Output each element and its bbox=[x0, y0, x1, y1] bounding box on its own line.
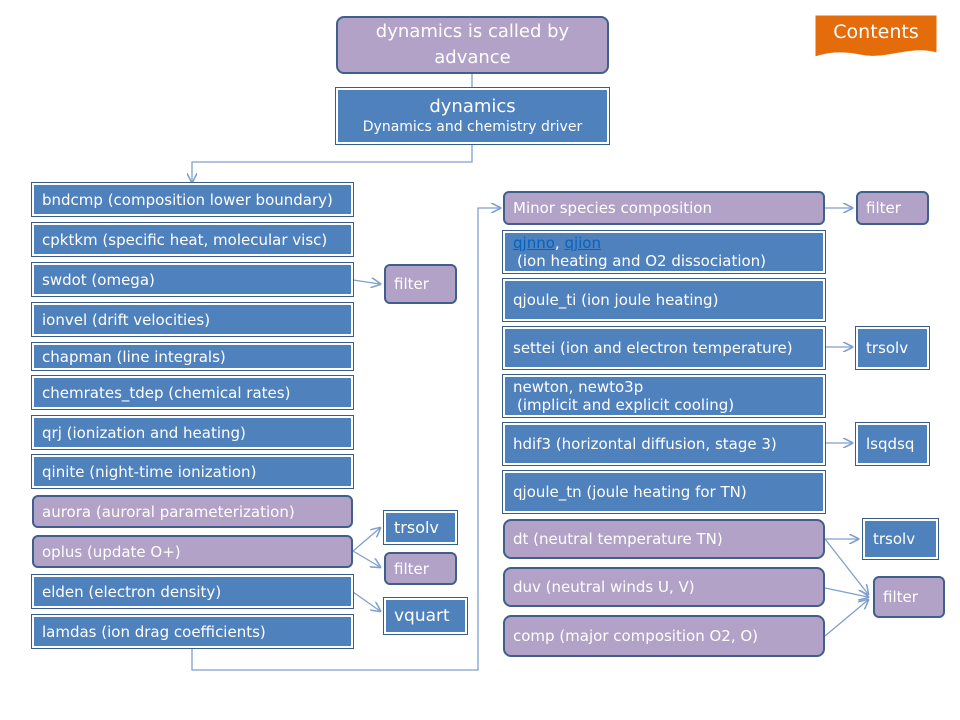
newton-box: newton, newto3p (implicit and explicit c… bbox=[502, 374, 826, 418]
swdot-filter-label: filter bbox=[394, 275, 429, 293]
contents-button[interactable]: Contents bbox=[815, 15, 937, 61]
aurora-box: aurora (auroral parameterization) bbox=[32, 495, 353, 528]
qrj-box: qrj (ionization and heating) bbox=[31, 415, 354, 450]
qjoule-tn-box: qjoule_tn (joule heating for TN) bbox=[502, 470, 826, 514]
swdot-label: swdot (omega) bbox=[42, 270, 155, 289]
duv-box: duv (neutral winds U, V) bbox=[503, 567, 825, 607]
qjoule-ti-box: qjoule_ti (ion joule heating) bbox=[502, 278, 826, 322]
oplus-to-filter-arrow bbox=[352, 550, 380, 567]
swdot-to-filter-arrow bbox=[352, 280, 380, 284]
elden-label: elden (electron density) bbox=[42, 582, 222, 601]
qrj-label: qrj (ionization and heating) bbox=[42, 423, 246, 442]
newton-line1: newton, newto3p bbox=[513, 378, 644, 396]
hdif3-lsqdsq-label: lsqdsq bbox=[866, 435, 915, 453]
dynamics-driver-box: dynamics Dynamics and chemistry driver bbox=[335, 87, 610, 145]
duv-to-filter-arrow bbox=[824, 587, 868, 597]
swdot-filter-box: filter bbox=[384, 264, 457, 304]
qjnno-link[interactable]: qjnno bbox=[513, 234, 555, 252]
dt-filter-box: filter bbox=[873, 576, 945, 618]
dt-trsolv-box: trsolv bbox=[862, 518, 939, 560]
qinite-label: qinite (night-time ionization) bbox=[42, 462, 257, 481]
oplus-filter-label: filter bbox=[394, 559, 429, 578]
chapman-label: chapman (line integrals) bbox=[42, 347, 226, 366]
dynamics-title: dynamics bbox=[429, 96, 516, 117]
chemrates-box: chemrates_tdep (chemical rates) bbox=[31, 375, 354, 410]
lamdas-label: lamdas (ion drag coefficients) bbox=[42, 622, 266, 641]
qjoule-ti-label: qjoule_ti (ion joule heating) bbox=[513, 291, 719, 309]
settei-trsolv-box: trsolv bbox=[855, 326, 930, 370]
bndcmp-box: bndcmp (composition lower boundary) bbox=[31, 182, 354, 217]
called-by-text: dynamics is called by advance bbox=[375, 21, 570, 68]
qjnno-desc: (ion heating and O2 dissociation) bbox=[517, 252, 767, 270]
dt-box: dt (neutral temperature TN) bbox=[503, 519, 825, 559]
comp-to-filter-arrow bbox=[824, 600, 868, 637]
elden-box: elden (electron density) bbox=[31, 574, 354, 609]
elden-vquart-box: vquart bbox=[383, 597, 468, 635]
qjnno-links-line: qjnno, qjion bbox=[513, 234, 601, 252]
dt-to-filter-arrow bbox=[824, 538, 868, 594]
comp-label: comp (major composition O2, O) bbox=[513, 627, 759, 645]
chemrates-label: chemrates_tdep (chemical rates) bbox=[42, 383, 291, 402]
hdif3-lsqdsq-box: lsqdsq bbox=[855, 422, 930, 466]
contents-flag-shape bbox=[815, 15, 937, 58]
newton-line2: (implicit and explicit cooling) bbox=[517, 396, 735, 414]
settei-box: settei (ion and electron temperature) bbox=[502, 326, 826, 370]
oplus-trsolv-label: trsolv bbox=[394, 517, 439, 537]
elden-to-vquart-arrow bbox=[352, 591, 380, 611]
hdif3-box: hdif3 (horizontal diffusion, stage 3) bbox=[502, 422, 826, 466]
oplus-filter-box: filter bbox=[384, 552, 457, 585]
swdot-box: swdot (omega) bbox=[31, 262, 354, 297]
minor-filter-box: filter bbox=[856, 191, 929, 225]
dt-trsolv-label: trsolv bbox=[873, 530, 916, 548]
minor-species-box: Minor species composition bbox=[503, 191, 825, 225]
oplus-trsolv-box: trsolv bbox=[383, 510, 458, 545]
dt-filter-label: filter bbox=[883, 588, 918, 606]
qjnno-box: qjnno, qjion (ion heating and O2 dissoci… bbox=[502, 230, 826, 274]
minor-filter-label: filter bbox=[866, 199, 901, 217]
aurora-label: aurora (auroral parameterization) bbox=[42, 502, 295, 521]
contents-label: Contents bbox=[833, 21, 919, 43]
cpktkm-box: cpktkm (specific heat, molecular visc) bbox=[31, 222, 354, 257]
oplus-to-trsolv-arrow bbox=[352, 528, 380, 552]
dynamics-to-left-column-arrow bbox=[192, 140, 473, 182]
oplus-box: oplus (update O+) bbox=[32, 535, 353, 568]
qjoule-tn-label: qjoule_tn (joule heating for TN) bbox=[513, 483, 747, 501]
ionvel-box: ionvel (drift velocities) bbox=[31, 302, 354, 337]
bndcmp-label: bndcmp (composition lower boundary) bbox=[42, 190, 333, 209]
settei-trsolv-label: trsolv bbox=[866, 339, 909, 357]
called-by-box: dynamics is called by advance bbox=[336, 16, 609, 74]
dynamics-subtitle: Dynamics and chemistry driver bbox=[362, 119, 583, 135]
ionvel-label: ionvel (drift velocities) bbox=[42, 310, 211, 329]
chapman-box: chapman (line integrals) bbox=[31, 342, 354, 371]
settei-label: settei (ion and electron temperature) bbox=[513, 339, 793, 357]
duv-label: duv (neutral winds U, V) bbox=[513, 578, 695, 596]
hdif3-label: hdif3 (horizontal diffusion, stage 3) bbox=[513, 435, 777, 453]
qinite-box: qinite (night-time ionization) bbox=[31, 454, 354, 489]
lamdas-to-right-column-arrow bbox=[191, 208, 500, 671]
oplus-label: oplus (update O+) bbox=[42, 542, 181, 561]
elden-vquart-label: vquart bbox=[394, 606, 450, 626]
qjnno-sep: , bbox=[554, 234, 565, 252]
qjion-link[interactable]: qjion bbox=[564, 234, 601, 252]
cpktkm-label: cpktkm (specific heat, molecular visc) bbox=[42, 230, 328, 249]
minor-species-label: Minor species composition bbox=[513, 199, 712, 217]
dt-label: dt (neutral temperature TN) bbox=[513, 530, 723, 548]
comp-box: comp (major composition O2, O) bbox=[503, 615, 825, 657]
lamdas-box: lamdas (ion drag coefficients) bbox=[31, 614, 354, 649]
